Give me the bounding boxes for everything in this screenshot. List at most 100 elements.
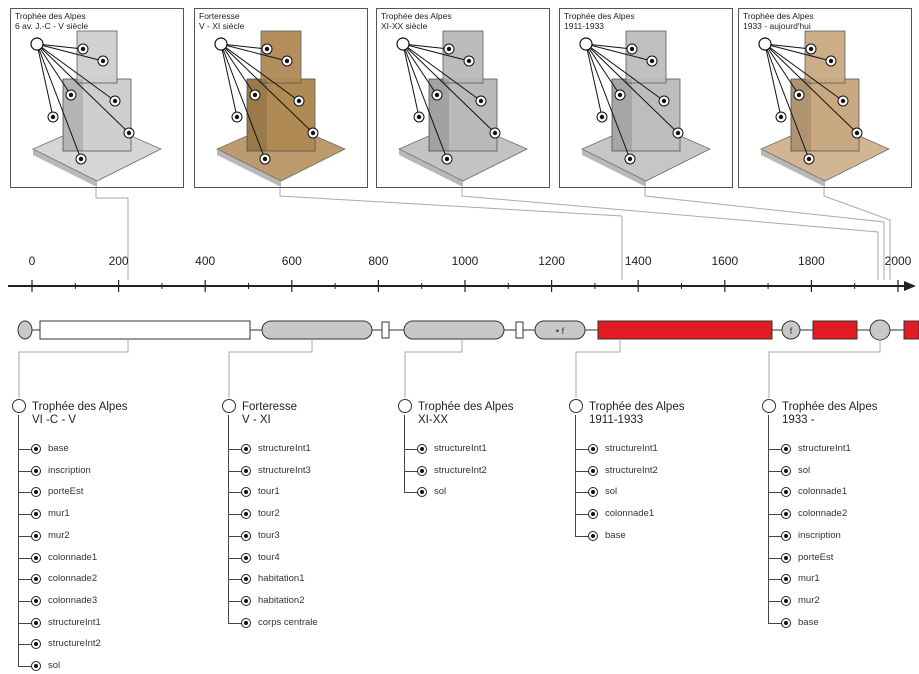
hotspot-dot <box>617 92 623 98</box>
tree-node-icon <box>588 444 598 454</box>
tree-trunk-line <box>768 415 769 623</box>
monument-tower <box>625 30 667 84</box>
tree-node-icon <box>31 465 41 476</box>
hotspot-link <box>220 43 238 118</box>
hotspot-link <box>764 43 832 62</box>
axis-tick-label: 2000 <box>884 254 912 268</box>
thumbnail-period: 1911-1933 <box>564 21 605 31</box>
tree-connector <box>228 339 313 398</box>
hotspot-link <box>585 43 603 118</box>
monument-illustration <box>758 30 890 187</box>
hotspot-link <box>764 43 782 118</box>
tree-root-node <box>569 399 583 413</box>
tree-item-label: base <box>48 443 69 454</box>
tree-item-label: tour4 <box>258 551 280 563</box>
tree-branch-line <box>228 557 242 559</box>
hotspot-link <box>36 43 130 134</box>
hotspot-dot <box>80 46 86 52</box>
tree-node-icon <box>588 509 598 520</box>
tree-branch-line <box>768 600 782 602</box>
tree-branch-line <box>18 622 32 624</box>
monument-tower <box>804 30 846 84</box>
tree-title-name: Trophée des Alpes <box>782 401 878 413</box>
hotspot-dot <box>100 58 106 64</box>
tree-branch-line <box>228 492 242 494</box>
tree-item-label: colonnade1 <box>798 486 848 498</box>
tree-node-icon <box>781 465 791 476</box>
tree-trunk-line <box>575 415 576 536</box>
hotspot-link <box>402 43 438 96</box>
hotspot-link <box>36 43 84 50</box>
tree-item-label: structureInt1 <box>434 443 487 454</box>
tree-title-period: 1911-1933 <box>589 414 644 426</box>
period-block-red <box>903 320 919 340</box>
tree-node-icon <box>241 530 251 541</box>
tree-node-icon <box>781 509 791 520</box>
segment-label: • f <box>556 326 565 336</box>
tree-item-label: structureInt2 <box>48 638 101 650</box>
tree-node-icon <box>417 465 427 476</box>
tree-node-icon <box>31 444 41 454</box>
period-block-roman <box>39 320 251 340</box>
tree-item-label: corps centrale <box>258 616 318 628</box>
monument-base-side <box>582 149 646 187</box>
hotspot-dot <box>796 92 802 98</box>
tree-branch-line <box>18 470 32 472</box>
tree-item-label: structureInt2 <box>434 464 487 476</box>
hotspot-hub <box>758 37 772 51</box>
tree-branch-line <box>18 557 32 559</box>
tree-branch-line <box>18 644 32 646</box>
tree-title-name: Trophée des Alpes <box>32 401 128 413</box>
tree-item-label: habitation2 <box>258 594 305 606</box>
hotspot-link <box>402 43 482 102</box>
period-capsule <box>403 320 505 340</box>
hotspot-dot <box>778 114 784 120</box>
tree-connector <box>575 339 621 398</box>
hotspot-link <box>764 43 810 160</box>
thumbnail-connector <box>644 186 885 280</box>
hotspot-dot <box>808 46 814 52</box>
monument-tower <box>442 30 484 84</box>
thumbnail-period: 6 av. J.-C - V siècle <box>15 21 89 31</box>
monument-base-side <box>33 149 97 187</box>
tree-item-label: sol <box>605 486 618 498</box>
tree-item-label: base <box>605 529 626 541</box>
hotspot-dot <box>854 130 860 136</box>
tree-branch-line <box>228 579 242 581</box>
tree-node-icon <box>781 552 791 563</box>
tree-branch-line <box>228 535 242 537</box>
tree-title-period: 1933 - <box>782 414 815 426</box>
tree-root-node <box>762 399 776 413</box>
tree-branch-line <box>768 514 782 516</box>
tree-node-icon <box>241 465 251 476</box>
monument-shadow <box>791 79 811 151</box>
tree-node-icon <box>241 574 251 585</box>
monument-illustration <box>214 30 346 187</box>
period-block-red <box>812 320 858 340</box>
tree-connector <box>18 339 129 398</box>
axis-tick-label: 400 <box>195 254 216 268</box>
tree-node-icon <box>417 487 427 498</box>
tree-node-icon <box>588 530 598 541</box>
hotspot-dot <box>661 98 667 104</box>
period-marker <box>515 321 524 339</box>
tree-node-icon <box>781 444 791 454</box>
hotspot-dot <box>434 92 440 98</box>
tree-item-label: sol <box>48 660 61 671</box>
period-circle <box>781 320 801 340</box>
hotspot-dot <box>68 92 74 98</box>
axis-tick-label: 1800 <box>798 254 825 268</box>
hotspot-dot <box>629 46 635 52</box>
thumbnail-connector <box>279 186 623 280</box>
tree-item-label: structureInt3 <box>258 464 311 476</box>
hotspot-dot <box>112 98 118 104</box>
tree-node-icon <box>781 595 791 606</box>
hotspot-dot <box>492 130 498 136</box>
hotspot-hub <box>214 37 228 51</box>
